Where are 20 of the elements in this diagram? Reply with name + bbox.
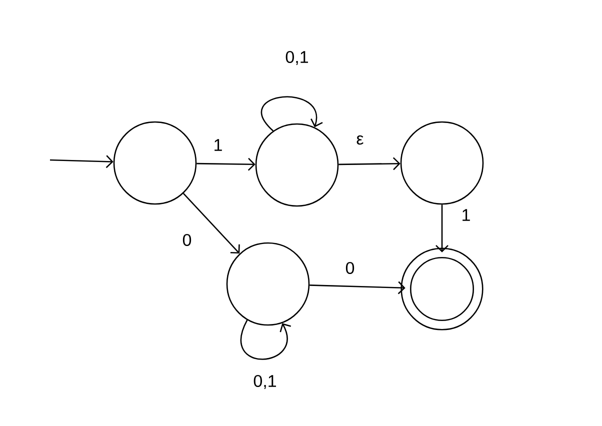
transition-arrow bbox=[50, 155, 114, 168]
edge-label: 0,1 bbox=[284, 50, 310, 66]
transition-arrow bbox=[436, 204, 448, 252]
edge-label: 0 bbox=[181, 232, 193, 248]
state-circle bbox=[226, 242, 310, 326]
edge-label: 1 bbox=[212, 138, 224, 152]
edge-label: 0,1 bbox=[252, 374, 278, 390]
transition-arrow bbox=[196, 158, 256, 171]
state-circle bbox=[255, 123, 339, 207]
accepting-state-circle bbox=[400, 248, 484, 330]
state-circle bbox=[400, 121, 484, 205]
transition-arrow bbox=[338, 157, 400, 170]
edge-label: 1 bbox=[460, 208, 472, 222]
edge-label: ε bbox=[355, 134, 365, 146]
transition-arrow bbox=[310, 281, 406, 294]
transition-arrow bbox=[182, 193, 240, 254]
transition-arrow bbox=[261, 96, 323, 132]
transition-arrow bbox=[240, 320, 292, 360]
state-circle bbox=[113, 121, 197, 205]
edge-label: 0 bbox=[344, 260, 356, 276]
